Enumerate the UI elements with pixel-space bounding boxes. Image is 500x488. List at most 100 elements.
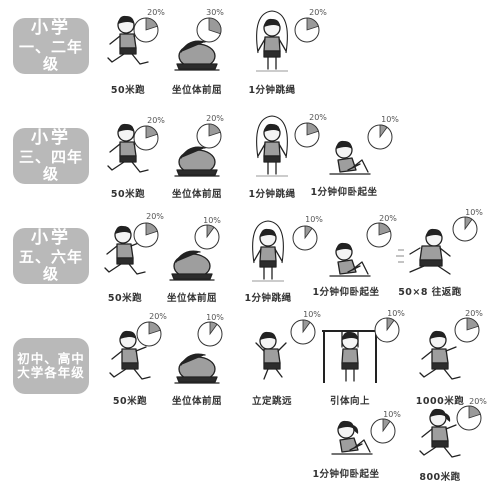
test-item-label: 坐位体前屈 [171, 396, 223, 407]
test-item-label: 50×8 往返跑 [398, 287, 462, 298]
grade-badge-line1: 小学 [31, 227, 71, 248]
percent-label: 10% [203, 216, 221, 225]
test-item-label: 坐位体前屈 [171, 189, 223, 200]
grade-badge-line2: 三、四年级 [18, 147, 83, 183]
percent-pie [290, 319, 316, 345]
grade-badge-5-6: 小学 五、六年级 [13, 228, 89, 284]
sit-reach-icon [174, 40, 220, 71]
percent-pie [292, 225, 318, 251]
percent-pie [133, 17, 159, 43]
percent-pie [196, 17, 222, 43]
percent-label: 20% [147, 116, 165, 125]
pie-slice [145, 17, 158, 31]
sit-reach-icon [169, 250, 215, 281]
percent-label: 20% [469, 397, 487, 406]
pie-slice [302, 319, 311, 334]
percent-pie [370, 418, 396, 444]
pie-slice [464, 216, 473, 231]
percent-pie [196, 123, 222, 149]
percent-pie [367, 124, 393, 150]
jump-rope-icon [252, 220, 284, 282]
pie-slice [145, 125, 158, 139]
run-icon [107, 15, 149, 65]
percent-label: 10% [303, 310, 321, 319]
test-item-label: 50米跑 [107, 293, 143, 304]
pie-slice [208, 123, 221, 137]
percent-pie [454, 317, 480, 343]
pull-up-icon [322, 330, 378, 383]
test-item-label: 1分钟跳绳 [244, 293, 292, 304]
test-item-label: 立定跳远 [251, 396, 293, 407]
pie-slice [209, 321, 218, 336]
percent-label: 10% [387, 309, 405, 318]
percent-pie [452, 216, 478, 242]
percent-label: 10% [381, 115, 399, 124]
pie-slice [145, 222, 158, 236]
percent-label: 10% [206, 313, 224, 322]
pie-slice [466, 317, 479, 331]
percent-label: 30% [206, 8, 224, 17]
percent-pie [374, 317, 400, 343]
pie-slice [208, 17, 222, 35]
pie-slice [386, 317, 395, 332]
test-item-label: 1分钟跳绳 [248, 189, 296, 200]
percent-label: 10% [465, 208, 483, 217]
grade-badge-line2: 大学各年级 [17, 365, 85, 380]
test-item-label: 1分钟仰卧起坐 [310, 187, 378, 198]
shuttle-run-icon [396, 228, 451, 275]
percent-pie [294, 17, 320, 43]
jump-rope-icon [256, 115, 288, 177]
test-item-label: 1分钟仰卧起坐 [312, 287, 380, 298]
pie-slice [306, 122, 319, 136]
pie-slice [379, 124, 388, 139]
percent-pie [133, 125, 159, 151]
grade-badge-line1: 小学 [31, 127, 71, 148]
grade-badge-line1: 小学 [31, 17, 71, 38]
grade-badge-secondary-university: 初中、高中 大学各年级 [13, 338, 89, 394]
percent-label: 20% [309, 8, 327, 17]
run-icon [109, 330, 151, 380]
pie-slice [206, 224, 215, 239]
girl-run-icon [419, 408, 461, 458]
test-item-label: 1000米跑 [415, 396, 465, 407]
pie-slice [306, 17, 319, 31]
run-icon [104, 225, 146, 275]
percent-pie [194, 224, 220, 250]
percent-pie [133, 222, 159, 248]
grade-badge-1-2: 小学 一、二年级 [13, 18, 89, 74]
test-item-label: 50米跑 [110, 189, 146, 200]
grade-badge-line1: 初中、高中 [17, 350, 85, 366]
percent-pie [366, 222, 392, 248]
percent-label: 20% [206, 114, 224, 123]
pie-slice [304, 225, 313, 240]
long-jump-icon [255, 331, 287, 380]
test-item-label: 引体向上 [329, 396, 371, 407]
percent-pie [294, 122, 320, 148]
percent-pie [456, 405, 482, 431]
pie-slice [378, 222, 391, 236]
run-icon [419, 330, 461, 380]
sit-reach-icon [174, 146, 220, 177]
sit-up-icon [329, 242, 371, 277]
percent-label: 20% [379, 214, 397, 223]
test-item-label: 50米跑 [110, 85, 146, 96]
pie-slice [382, 418, 391, 433]
percent-label: 20% [146, 212, 164, 221]
percent-label: 20% [465, 309, 483, 318]
test-item-label: 1分钟跳绳 [248, 85, 296, 96]
percent-label: 20% [147, 8, 165, 17]
jump-rope-icon [256, 10, 288, 72]
grade-badge-line2: 五、六年级 [18, 247, 83, 283]
sit-up-icon [329, 140, 371, 175]
grade-badge-line2: 一、二年级 [18, 37, 83, 73]
test-item-label: 50米跑 [112, 396, 148, 407]
girl-sit-up-icon [331, 420, 373, 455]
test-item-label: 坐位体前屈 [166, 293, 218, 304]
pie-slice [148, 321, 161, 335]
sit-reach-icon [174, 353, 220, 384]
grade-badge-3-4: 小学 三、四年级 [13, 128, 89, 184]
percent-label: 20% [149, 312, 167, 321]
percent-label: 10% [305, 215, 323, 224]
percent-label: 20% [309, 113, 327, 122]
